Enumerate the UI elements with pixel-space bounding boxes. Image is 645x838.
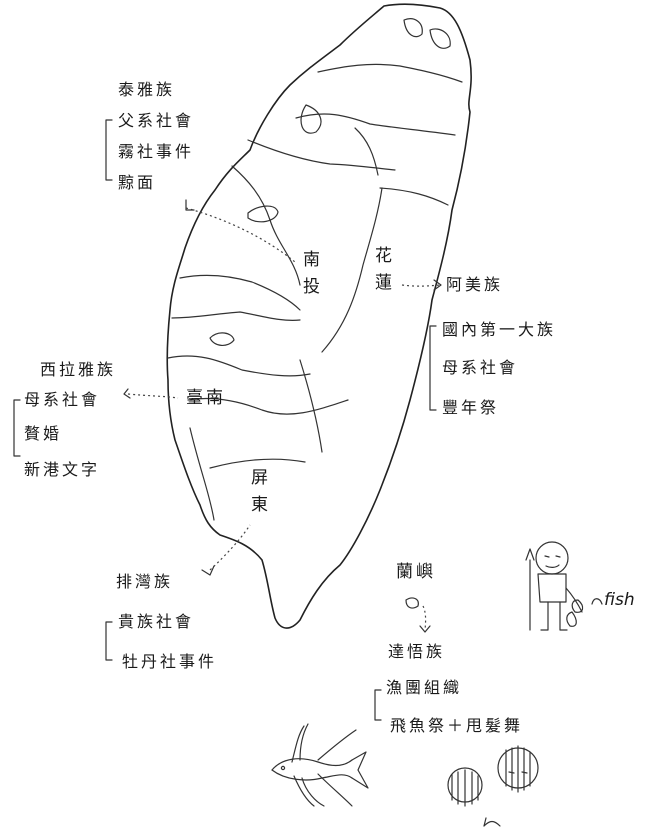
pointer-lines [127,207,441,631]
label-lanyu: 蘭嶼 [396,562,436,582]
amis-name: 阿美族 [446,275,504,294]
siraya-name: 西拉雅族 [40,360,117,379]
tao-fisherman-icon [525,541,603,631]
siraya-fact: 贅婚 [24,424,63,443]
label-pingtung: 屏東 [247,468,267,522]
amis-fact: 母系社會 [442,358,519,377]
north-cape [403,18,423,38]
amis-fact: 豐年祭 [442,398,500,417]
atayal-fact: 黥面 [118,173,157,192]
tao-fact: 漁團組織 [386,678,463,697]
taiwan-outline [166,3,472,629]
siraya-fact: 母系社會 [24,390,101,409]
label-tainan: 臺南 [186,388,226,408]
hair-dance-icon [447,745,539,827]
northeast-cape [429,28,451,49]
tao-fact: 飛魚祭＋甩髮舞 [390,716,524,735]
sun-moon-lake [247,205,279,223]
pointer-arrowheads [123,199,442,633]
fish-label: fish [604,590,635,610]
paiwan-fact: 牡丹社事件 [122,652,218,671]
amis-fact: 國內第一大族 [442,320,557,339]
siraya-fact: 新港文字 [24,460,101,479]
flying-fish-icon [271,723,369,807]
list-brackets [13,119,437,721]
lanyu-islet [405,597,419,609]
inland-lake-tainan [209,332,235,346]
label-nantou: 南投 [299,250,319,304]
atayal-name: 泰雅族 [118,80,176,99]
label-hualien: 花蓮 [371,246,391,300]
tao-name: 達悟族 [388,642,446,661]
atayal-fact: 霧社事件 [118,142,195,161]
county-borders [167,63,463,521]
atayal-fact: 父系社會 [118,111,195,130]
paiwan-fact: 貴族社會 [118,612,195,631]
paiwan-name: 排灣族 [116,572,174,591]
